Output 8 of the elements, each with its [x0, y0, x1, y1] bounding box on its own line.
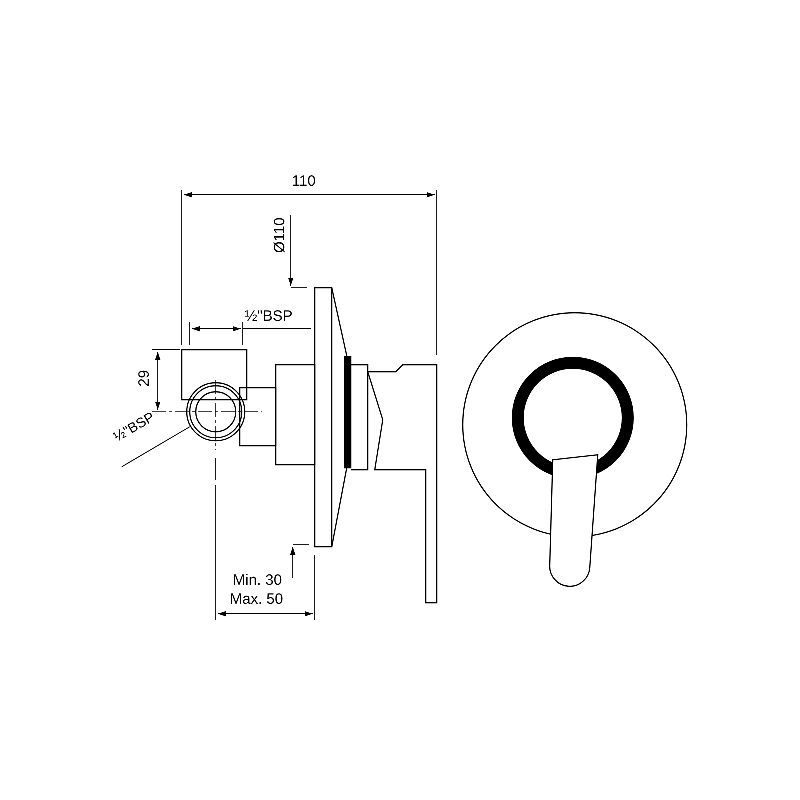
dimension-text: Max. 50: [230, 592, 284, 607]
dimension-text: Ø110: [272, 218, 288, 254]
dimension-text: ½"BSP: [245, 309, 293, 324]
dimension-text: 110: [292, 174, 316, 189]
dimension-text: 29: [136, 370, 152, 387]
inlet-ring: [186, 382, 246, 442]
dimension-text: Min. 30: [233, 573, 282, 588]
leader-line: [122, 426, 190, 468]
